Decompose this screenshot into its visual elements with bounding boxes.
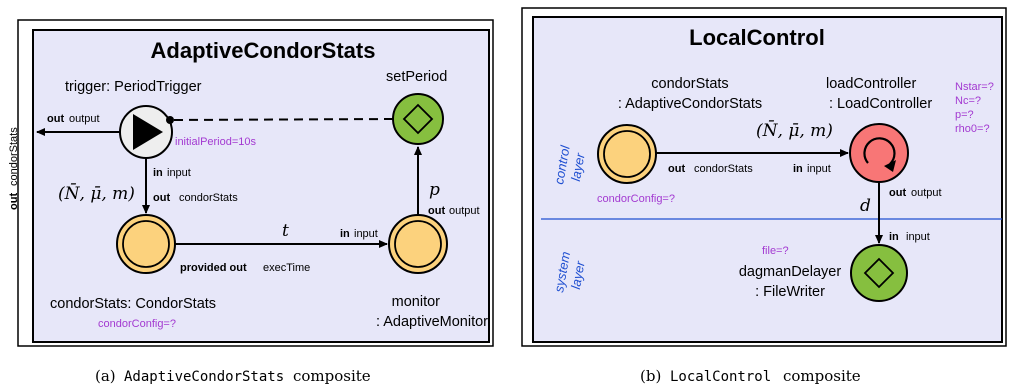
monitor-in-name: input <box>354 228 378 240</box>
lc-param-2: Nc=? <box>955 95 981 107</box>
condorstats-prov-kw: provided out <box>180 262 247 274</box>
condorstats-out-kw: out <box>153 192 170 204</box>
trigger-out-name: output <box>69 113 100 125</box>
cycle-arrowhead <box>884 160 896 172</box>
condorstats-param: condorConfig=? <box>98 318 176 330</box>
system-layer-label: system layer <box>551 250 588 293</box>
edge-setperiod-trigger <box>171 118 394 121</box>
outer-port-name: condorStats <box>8 127 20 186</box>
monitor-in-kw: in <box>340 228 350 240</box>
caption-right-suffix: composite <box>783 367 861 385</box>
caption-right: (b) LocalControl composite <box>640 367 861 385</box>
control-layer-word1: control <box>551 143 573 185</box>
r-condorstats-param: condorConfig=? <box>597 193 675 205</box>
caption-left-suffix: composite <box>293 367 371 385</box>
right-inner-panel <box>532 16 1003 343</box>
loadcontroller-type: : LoadController <box>829 96 932 112</box>
condorstats-prov-name: execTime <box>263 262 310 274</box>
trigger-param-port <box>166 116 174 124</box>
system-layer-word2: layer <box>568 259 588 290</box>
loadcontroller-name: loadController <box>826 76 916 92</box>
cycle-icon <box>863 137 896 165</box>
dagman-node[interactable] <box>850 244 908 302</box>
dagman-param: file=? <box>762 245 789 257</box>
left-math-p: p <box>429 180 440 200</box>
right-math-nmu: (N̄, μ̄, m) <box>756 119 833 141</box>
outer-port-label: out condorStats <box>8 127 20 210</box>
condorstats-node-outer[interactable] <box>116 214 176 274</box>
monitor-node-outer[interactable] <box>388 214 448 274</box>
monitor-type: : AdaptiveMonitor <box>376 314 488 330</box>
caption-left-code: AdaptiveCondorStats <box>124 369 284 385</box>
monitor-out-name: output <box>449 205 480 217</box>
r-condorstats-name: condorStats <box>651 76 728 92</box>
caption-right-prefix: (b) <box>640 367 661 385</box>
left-math-nmu: (N̄, μ̄, m) <box>58 182 135 204</box>
outer-port-kw: out <box>8 193 20 210</box>
control-layer-label: control layer <box>551 143 588 185</box>
right-title: LocalControl <box>689 25 825 50</box>
diamond-icon-2 <box>863 257 895 289</box>
monitor-out-kw: out <box>428 205 445 217</box>
condorstats-node-inner <box>122 220 170 268</box>
trigger-out-kw: out <box>47 113 64 125</box>
r-condorstats-out-kw: out <box>668 163 685 175</box>
setperiod-name: setPeriod <box>386 69 447 85</box>
right-math-d: d <box>860 196 871 216</box>
monitor-node-inner <box>394 220 442 268</box>
condorstats-out-name: condorStats <box>179 192 238 204</box>
lc-in-name: input <box>807 163 831 175</box>
dagman-type: : FileWriter <box>755 284 825 300</box>
trigger-name: trigger: PeriodTrigger <box>65 79 202 95</box>
dagman-name: dagmanDelayer <box>739 264 842 280</box>
play-icon <box>133 114 163 150</box>
lc-in-kw: in <box>793 163 803 175</box>
caption-left: (a) AdaptiveCondorStats composite <box>95 367 371 385</box>
left-math-t: t <box>282 221 289 241</box>
dagman-in-name: input <box>906 231 930 243</box>
left-title: AdaptiveCondorStats <box>151 38 376 63</box>
caption-right-code: LocalControl <box>670 369 771 385</box>
r-condorstats-node-inner <box>603 130 651 178</box>
monitor-name: monitor <box>392 294 441 310</box>
lc-param-4: rho0=? <box>955 123 990 135</box>
lc-param-3: p=? <box>955 109 974 121</box>
trigger-param: initialPeriod=10s <box>175 136 257 148</box>
left-composite: AdaptiveCondorStats out condorStats trig… <box>8 19 494 347</box>
r-condorstats-out-name: condorStats <box>694 163 753 175</box>
trigger-in-kw: in <box>153 167 163 179</box>
left-inner-panel <box>32 29 490 343</box>
r-condorstats-node-outer[interactable] <box>597 124 657 184</box>
control-layer-word2: layer <box>568 151 588 182</box>
diamond-icon <box>402 103 434 135</box>
lc-param-1: Nstar=? <box>955 81 994 93</box>
loadcontroller-node[interactable] <box>849 123 909 183</box>
right-composite: LocalControl control layer system layer … <box>521 7 1007 347</box>
dagman-in-kw: in <box>889 231 899 243</box>
lc-out-name: output <box>911 187 942 199</box>
setperiod-node[interactable] <box>392 93 444 145</box>
r-condorstats-type: : AdaptiveCondorStats <box>618 96 762 112</box>
condorstats-name: condorStats: CondorStats <box>50 296 216 312</box>
lc-out-kw: out <box>889 187 906 199</box>
system-layer-word1: system <box>551 250 573 293</box>
trigger-in-name: input <box>167 167 191 179</box>
caption-left-prefix: (a) <box>95 367 116 385</box>
